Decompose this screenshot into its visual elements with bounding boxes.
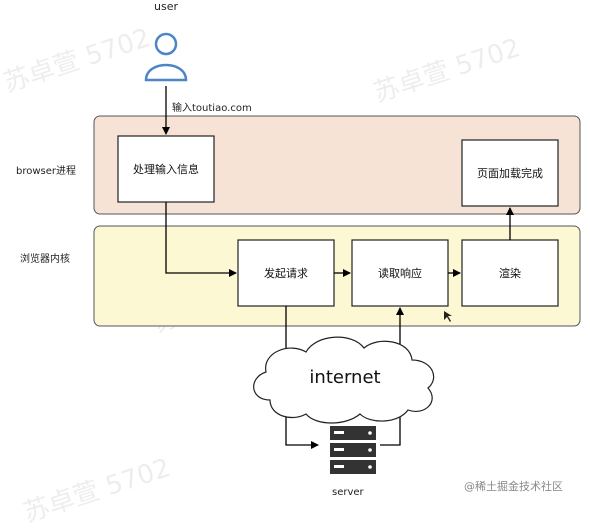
kernel-lane-label: 浏览器内核 bbox=[20, 254, 70, 265]
page-loaded-box bbox=[461, 139, 559, 207]
send-request-box bbox=[237, 239, 335, 307]
browser-lane-label: browser进程 bbox=[16, 166, 77, 177]
server-icon bbox=[330, 426, 376, 474]
url-input-label: 输入toutiao.com bbox=[172, 103, 252, 114]
arrow-input-to-request bbox=[165, 202, 237, 277]
server-label: server bbox=[332, 487, 364, 498]
user-icon bbox=[144, 32, 188, 82]
flow-diagram bbox=[93, 32, 581, 474]
send-request-label: 发起请求 bbox=[264, 267, 308, 280]
cursor-icon bbox=[444, 311, 452, 322]
user-label: user bbox=[154, 0, 178, 13]
internet-cloud bbox=[253, 336, 435, 424]
read-response-label: 读取响应 bbox=[378, 267, 422, 280]
credit-watermark: @稀土掘金技术社区 bbox=[464, 480, 563, 493]
read-response-box bbox=[351, 239, 449, 307]
render-box bbox=[461, 239, 559, 307]
render-label: 渲染 bbox=[499, 267, 521, 280]
process-input-label: 处理输入信息 bbox=[133, 163, 199, 176]
browser-kernel-lane bbox=[93, 225, 581, 327]
browser-process-lane bbox=[93, 115, 581, 215]
internet-label: internet bbox=[309, 366, 381, 388]
page-loaded-label: 页面加载完成 bbox=[477, 167, 543, 180]
